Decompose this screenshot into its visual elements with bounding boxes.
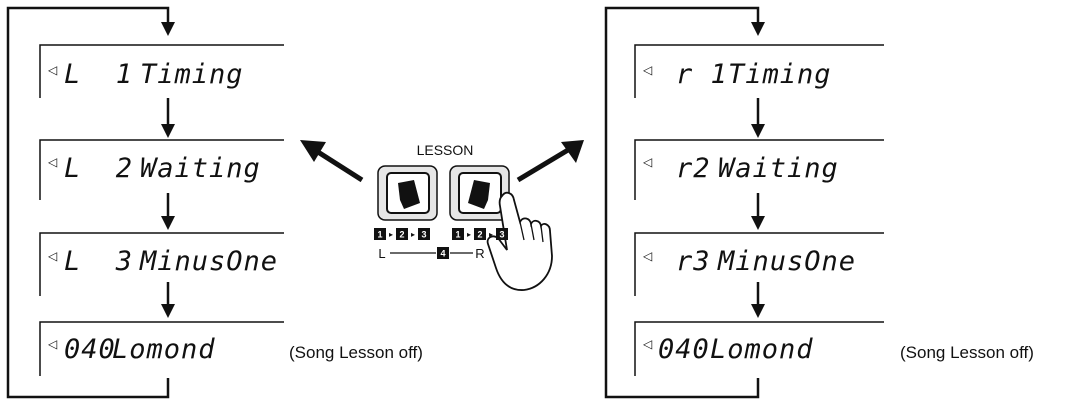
right-off-note: (Song Lesson off) [900, 343, 1034, 362]
right-display-frame-4 [634, 321, 884, 376]
arrow-to-left-panel-icon [316, 149, 364, 183]
right-step-1-code: r 1 [676, 59, 728, 90]
left-step-3-code: L 3 [64, 246, 133, 277]
left-hand-icon [398, 180, 420, 209]
right-step-3-marker: ◁ [642, 249, 652, 263]
left-display-frame-1 [39, 44, 284, 98]
right-step-4-marker: ◁ [642, 337, 652, 351]
right-sequence-step-1: 1 [455, 230, 460, 240]
left-step-2-marker: ◁ [47, 155, 57, 169]
sequence-arrow-icon: ▸ [389, 230, 393, 239]
left-display-frame-2 [39, 139, 284, 200]
left-step-4-marker: ◁ [47, 337, 57, 351]
left-arrow-3-icon [161, 304, 175, 318]
lesson-right-button[interactable] [449, 165, 510, 221]
right-lesson-cycle: ◁ ◁ ◁ ◁ r 1 r2 r3 040 Timing Waiting Min… [604, 6, 1034, 399]
right-display-frame-1 [634, 44, 884, 98]
right-loop-line [604, 6, 760, 399]
left-hand-label: L [378, 246, 385, 261]
right-display-frame-2 [634, 139, 884, 200]
left-sequence-step-2: 2 [399, 230, 404, 240]
right-hand-icon [468, 180, 490, 209]
left-step-2-label: Waiting [140, 153, 261, 184]
left-sequence-step-3: 3 [421, 230, 426, 240]
left-sequence: 1 ▸ 2 ▸ 3 [374, 228, 430, 240]
sequence-arrow-icon: ▸ [411, 230, 415, 239]
lesson-title: LESSON [417, 142, 474, 158]
left-loop-line [6, 6, 170, 399]
left-step-1-label: Timing [140, 59, 244, 90]
lesson-button-group: LESSON 1 ▸ 2 ▸ 3 1 [300, 140, 584, 291]
right-step-3-label: MinusOne [717, 246, 856, 277]
left-step-4-label: Lomond [112, 334, 216, 365]
left-step-4-code: 040 [64, 334, 116, 365]
left-sequence-step-1: 1 [377, 230, 382, 240]
right-step-1-marker: ◁ [642, 63, 652, 77]
right-step-2-label: Waiting [718, 153, 839, 184]
arrow-to-right-panel-icon [516, 147, 570, 183]
left-loop-arrowhead [161, 22, 175, 36]
right-sequence-step-3: 3 [499, 230, 504, 240]
left-lesson-cycle: ◁ ◁ ◁ ◁ L 1 L 2 L 3 040 Timing Waiting M… [6, 6, 423, 399]
right-hand-label: R [475, 246, 484, 261]
lesson-left-button[interactable] [377, 165, 438, 221]
right-step-2-marker: ◁ [642, 155, 652, 169]
right-step-2-code: r2 [676, 153, 711, 184]
right-arrow-3-icon [751, 304, 765, 318]
right-arrow-2-icon [751, 216, 765, 230]
right-sequence-step-2: 2 [477, 230, 482, 240]
right-step-1-label: Timing [728, 59, 832, 90]
left-display-frame-3 [39, 232, 284, 296]
combined-step: 4 [440, 249, 445, 259]
left-step-1-marker: ◁ [47, 63, 57, 77]
right-step-3-code: r3 [676, 246, 711, 277]
right-arrow-1-icon [751, 124, 765, 138]
left-arrow-2-icon [161, 216, 175, 230]
right-step-4-code: 040 [658, 334, 710, 365]
right-sequence: 1 ▸ 2 ▸ 3 [452, 228, 508, 240]
left-step-1-code: L 1 [64, 59, 133, 90]
left-step-3-marker: ◁ [47, 249, 57, 263]
sequence-arrow-icon: ▸ [489, 230, 493, 239]
left-off-note: (Song Lesson off) [289, 343, 423, 362]
left-arrow-1-icon [161, 124, 175, 138]
pointing-finger-icon [486, 191, 553, 291]
sequence-arrow-icon: ▸ [467, 230, 471, 239]
left-step-3-label: MinusOne [139, 246, 278, 277]
right-step-4-label: Lomond [710, 334, 814, 365]
right-loop-arrowhead [751, 22, 765, 36]
right-display-frame-3 [634, 232, 884, 296]
left-display-frame-4 [39, 321, 284, 376]
left-step-2-code: L 2 [64, 153, 133, 184]
